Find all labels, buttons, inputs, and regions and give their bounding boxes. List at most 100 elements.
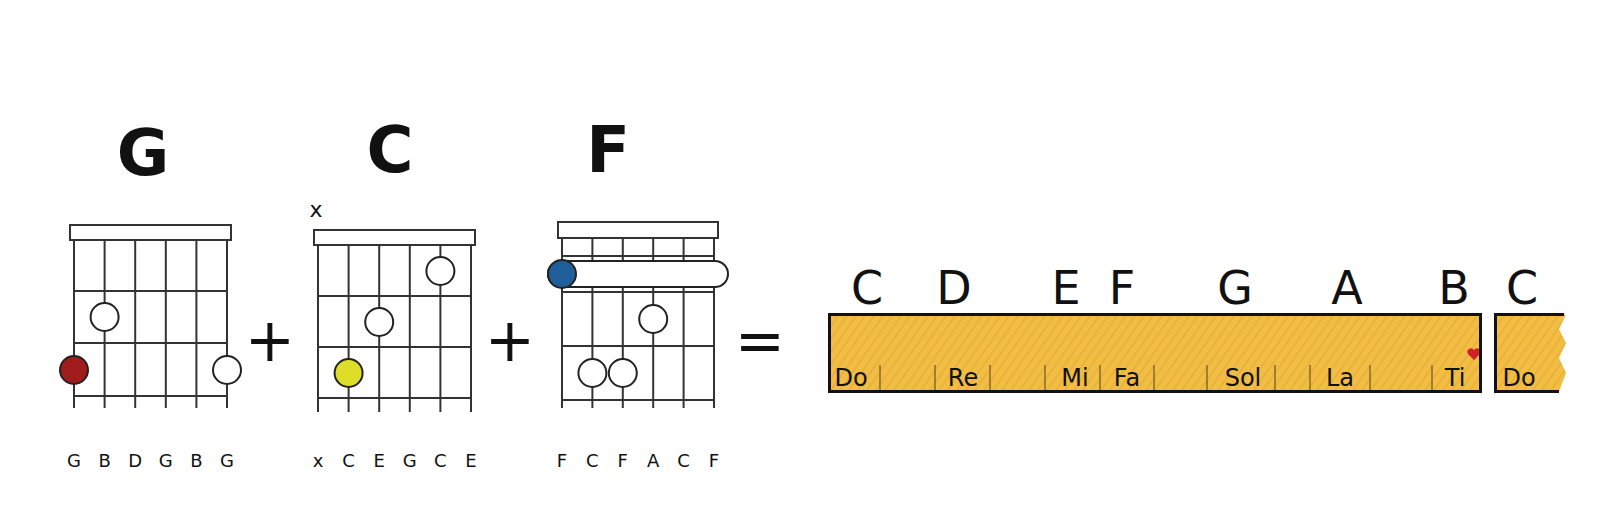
string-note: C <box>342 452 355 470</box>
string-note: A <box>647 452 659 470</box>
tick-mark <box>934 365 936 390</box>
fret-line <box>562 291 714 293</box>
muted-string-mark: x <box>309 199 322 221</box>
scale-ribbon: DoReMiFaSolLaTi <box>828 313 1482 393</box>
string-note: E <box>374 452 385 470</box>
string-note: G <box>159 452 173 470</box>
texture-stroke <box>1009 313 1065 393</box>
string-note: C <box>677 452 690 470</box>
string-note: G <box>67 452 81 470</box>
solfege-syllable: Sol <box>1225 366 1262 390</box>
note-letter: C <box>851 265 883 311</box>
guitar-string <box>195 240 197 408</box>
guitar-string <box>409 245 411 412</box>
guitar-string <box>165 240 167 408</box>
fret-line <box>562 399 714 401</box>
solfege-syllable: Do <box>834 366 867 390</box>
fret-line <box>562 345 714 347</box>
texture-stroke <box>1494 313 1542 393</box>
texture-stroke <box>1315 313 1371 393</box>
solfege-syllable: Ti <box>1445 366 1466 390</box>
tick-mark <box>1369 365 1371 390</box>
texture-stroke <box>1135 313 1191 393</box>
note-letter: D <box>936 265 971 311</box>
tick-mark <box>1206 365 1208 390</box>
string-note: F <box>557 452 567 470</box>
texture-stroke <box>1036 313 1092 393</box>
texture-stroke <box>828 313 876 393</box>
fret-line <box>562 255 714 257</box>
note-letter: B <box>1438 265 1470 311</box>
texture-stroke <box>1396 313 1452 393</box>
plus-sign: + <box>485 310 535 370</box>
tick-mark <box>1099 365 1101 390</box>
finger-dot <box>578 359 606 387</box>
finger-dot <box>426 257 454 285</box>
texture-stroke <box>1387 313 1443 393</box>
texture-stroke <box>937 313 993 393</box>
texture-stroke <box>1045 313 1101 393</box>
texture-stroke <box>1468 313 1482 393</box>
texture-stroke <box>1225 313 1281 393</box>
texture-stroke <box>1261 313 1317 393</box>
tick-mark <box>1153 365 1155 390</box>
texture-stroke <box>1549 313 1568 393</box>
texture-stroke <box>1351 313 1407 393</box>
string-note: C <box>586 452 599 470</box>
note-letter: A <box>1331 265 1362 311</box>
texture-stroke <box>1306 313 1362 393</box>
plus-sign: + <box>245 310 295 370</box>
guitar-string <box>134 240 136 408</box>
string-note: x <box>313 452 324 470</box>
solfege-syllable: Fa <box>1114 366 1140 390</box>
texture-stroke <box>1108 313 1164 393</box>
solfege-syllable: Re <box>948 366 978 390</box>
finger-dot <box>365 308 393 336</box>
texture-stroke <box>1162 313 1218 393</box>
texture-stroke <box>1495 313 1551 393</box>
texture-stroke <box>982 313 1038 393</box>
texture-stroke <box>883 313 939 393</box>
ribbon-texture <box>828 313 1482 393</box>
string-note: B <box>190 452 202 470</box>
string-note: G <box>220 452 234 470</box>
note-letter: C <box>1506 265 1538 311</box>
finger-dot <box>609 359 637 387</box>
string-note: F <box>618 452 628 470</box>
texture-stroke <box>829 313 885 393</box>
texture-stroke <box>946 313 1002 393</box>
chord-name: C <box>367 118 414 182</box>
string-note: D <box>128 452 142 470</box>
texture-stroke <box>892 313 948 393</box>
texture-stroke <box>1171 313 1227 393</box>
scale-ribbon-end: Do <box>1494 313 1568 393</box>
fret-line <box>318 397 471 399</box>
chord-name: G <box>117 121 170 185</box>
texture-stroke <box>1216 313 1272 393</box>
note-letter: F <box>1109 265 1135 311</box>
fretboard-grids <box>70 222 718 412</box>
texture-stroke <box>1090 313 1146 393</box>
texture-stroke <box>1540 313 1568 393</box>
solfege-syllable: Mi <box>1061 366 1088 390</box>
ribbon-texture <box>1494 313 1568 393</box>
equals-sign: = <box>735 310 785 370</box>
texture-stroke <box>1360 313 1416 393</box>
heart-mark <box>1467 348 1480 360</box>
tick-mark <box>1044 365 1046 390</box>
string-note: C <box>434 452 447 470</box>
texture-stroke <box>1207 313 1263 393</box>
finger-dot <box>213 356 241 384</box>
texture-stroke <box>1567 313 1568 393</box>
guitar-string <box>317 245 319 412</box>
string-note: G <box>403 452 417 470</box>
texture-stroke <box>1414 313 1470 393</box>
string-note: B <box>98 452 110 470</box>
fret-line <box>74 395 227 397</box>
tick-mark <box>1309 365 1311 390</box>
texture-stroke <box>1558 313 1568 393</box>
texture-stroke <box>1054 313 1110 393</box>
texture-stroke <box>1144 313 1200 393</box>
texture-stroke <box>1153 313 1209 393</box>
